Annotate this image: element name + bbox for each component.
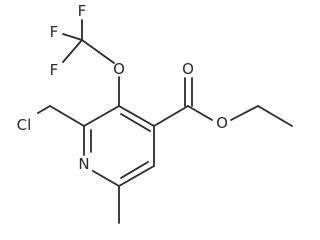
atom-fluorine-left-upper: F: [50, 23, 59, 41]
atom-oxygen-carbonyl: O: [182, 60, 194, 78]
bond-c3-c4-inner: [120, 113, 151, 132]
atom-labels: F F F O O O Cl N: [17, 2, 228, 173]
bond-carbonyl-c-o-ester: [187, 105, 213, 121]
molecule-structure: F F F O O O Cl N: [17, 2, 293, 224]
bond-o-ester-ch2: [230, 105, 259, 121]
bond-c2-c3: [83, 105, 120, 127]
atom-fluorine-top: F: [78, 2, 87, 20]
atom-chlorine: Cl: [17, 116, 32, 134]
bond-c2-ch2: [49, 105, 85, 127]
bonds: [37, 19, 293, 224]
atom-oxygen-ether: O: [113, 60, 125, 78]
atom-oxygen-ester: O: [216, 114, 228, 132]
bond-c5-c6: [118, 165, 155, 187]
bond-c5-c6-inner: [120, 161, 149, 179]
bond-c6-n: [92, 170, 120, 187]
bond-cf3-f-left-lower: [62, 39, 83, 63]
bond-ch2-cl: [37, 105, 51, 114]
atom-fluorine-left-lower: F: [50, 61, 59, 79]
atom-nitrogen-ring: N: [78, 155, 89, 173]
bond-ch2-ch3: [257, 105, 293, 127]
bond-cf3-o-ether: [81, 39, 115, 64]
bond-c3-c4: [118, 105, 155, 127]
bond-c4-carbonyl-c: [153, 105, 189, 127]
bond-cf3-f-left-upper: [62, 33, 83, 41]
